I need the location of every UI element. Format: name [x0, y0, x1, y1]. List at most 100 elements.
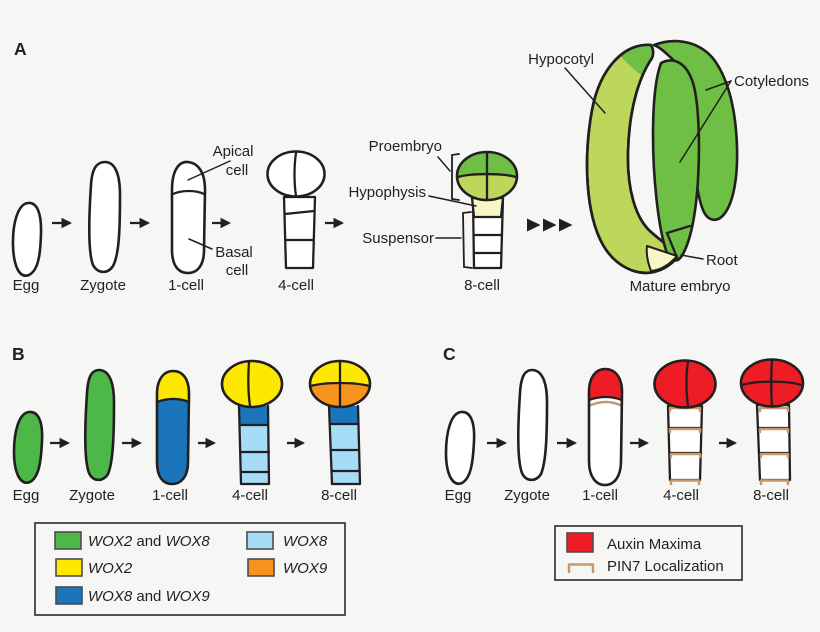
arrowhead-icon	[527, 218, 541, 232]
panel-c-stage-label-8cell: 8-cell	[753, 487, 789, 504]
panel-b-4cell	[220, 359, 284, 486]
apical-cell-label-line1: Apical	[213, 143, 254, 160]
panel-b-8cell-suspensor-outline	[327, 404, 362, 486]
panel-b-4cell-suspensor-outline	[237, 404, 271, 486]
pin7-mark	[758, 427, 790, 434]
panel-c-8cell	[739, 358, 805, 486]
panel-a-stage-label-4cell: 4-cell	[278, 277, 314, 294]
panel-c-stage-label-zygote: Zygote	[504, 487, 550, 504]
panel-a-8cell-head-outline	[455, 150, 519, 202]
panel-b-legend: WOX2 and WOX8 WOX2 WOX8 and WOX9 WOX8 WO…	[34, 522, 346, 616]
panel-b-stage-label-1cell: 1-cell	[152, 487, 188, 504]
pin7-mark	[758, 406, 790, 413]
panel-c-1cell-outline	[587, 367, 624, 487]
legend-swatch-wox2-wox8	[54, 531, 82, 550]
pin7-mark	[759, 452, 790, 459]
panel-c-legend-box	[554, 525, 743, 581]
panel-b-1cell	[155, 369, 191, 486]
panel-c-stage-label-4cell: 4-cell	[663, 487, 699, 504]
apical-cell-pointer-line	[187, 160, 231, 181]
apical-cell-label-line2: cell	[226, 162, 249, 179]
mature-embryo-root-tip	[645, 245, 678, 272]
root-label: Root	[706, 252, 739, 269]
suspensor-label: Suspensor	[362, 230, 434, 247]
pin7-localization-icon	[567, 563, 595, 574]
panel-a-stage-label-egg: Egg	[13, 277, 40, 294]
panel-c-4cell-head	[653, 359, 717, 409]
hypophysis-pointer-line	[428, 195, 477, 207]
legend-swatch-auxin-maxima	[566, 532, 594, 553]
root-notch-marks	[665, 224, 692, 262]
panel-b-4cell-head	[220, 359, 284, 409]
arrowhead-icon	[543, 218, 557, 232]
cotyledons-pointer-line-short	[705, 80, 732, 91]
panel-a-4cell	[266, 150, 326, 270]
panel-c-1cell	[587, 367, 624, 487]
panel-c-zygote-shape	[517, 368, 549, 482]
panel-b-stage-label-egg: Egg	[13, 487, 40, 504]
panel-c-4cell	[653, 359, 717, 486]
panel-c-8cell-suspensor	[755, 403, 792, 482]
suspensor-bracket	[462, 211, 473, 269]
panel-b-stage-label-8cell: 8-cell	[321, 487, 357, 504]
legend-swatch-wox8	[246, 531, 274, 550]
legend-swatch-wox9	[247, 558, 275, 577]
legend-swatch-wox8-wox9	[55, 586, 83, 605]
panel-c: C	[443, 344, 805, 581]
panel-c-legend: Auxin Maxima PIN7 Localization	[554, 525, 743, 581]
panel-b-1cell-outline	[155, 369, 191, 486]
pin7-mark	[669, 452, 702, 459]
legend-label-auxin-maxima: Auxin Maxima	[607, 536, 702, 553]
pin7-mark	[589, 400, 622, 407]
panel-a-egg-shape	[11, 201, 43, 277]
arrowhead-icon	[559, 218, 573, 232]
panel-a-1cell-division-line	[171, 189, 206, 196]
panel-b-stage-label-zygote: Zygote	[69, 487, 115, 504]
panel-b-8cell	[308, 359, 372, 486]
hypophysis-label: Hypophysis	[348, 184, 426, 201]
cell-division-line	[740, 380, 803, 387]
panel-c-1cell-auxin-cap	[589, 369, 622, 400]
panel-b-letter: B	[12, 344, 25, 364]
panel-b-zygote-shape	[84, 368, 116, 482]
root-pointer-line	[680, 254, 704, 260]
cell-division-line	[155, 397, 191, 404]
panel-b-8cell-hypophysis-cell	[328, 406, 359, 424]
panel-c-egg-shape	[444, 410, 476, 485]
panel-b-8cell-suspensor	[329, 406, 360, 484]
basal-cell-pointer-line	[188, 238, 213, 250]
basal-cell-label-line1: Basal	[215, 244, 253, 261]
panel-b-1cell-apical-cap	[157, 371, 189, 402]
panel-c-4cell-suspensor	[666, 404, 704, 482]
panel-b: B	[12, 344, 372, 616]
panel-a-4cell-suspensor	[282, 195, 317, 270]
panel-b-stage-label-4cell: 4-cell	[232, 487, 268, 504]
cotyledons-pointer-line-long	[679, 80, 732, 163]
cotyledons-label: Cotyledons	[734, 73, 809, 90]
panel-b-legend-box	[34, 522, 346, 616]
panel-c-stage-label-1cell: 1-cell	[582, 487, 618, 504]
panel-a-stage-label-zygote: Zygote	[80, 277, 126, 294]
cell-division-line	[247, 360, 252, 408]
panel-a: A Apical cell Basal cell	[11, 39, 809, 295]
legend-label-wox9: WOX9	[283, 560, 328, 577]
panel-b-egg-shape	[12, 410, 44, 484]
panel-b-8cell-head-outline	[308, 359, 372, 409]
cell-division-line	[283, 209, 316, 216]
proembryo-pointer-line	[437, 156, 451, 172]
panel-c-stage-label-egg: Egg	[445, 487, 472, 504]
panel-a-stage-label-mature-embryo: Mature embryo	[630, 278, 731, 295]
proembryo-bracket	[451, 153, 460, 201]
panel-a-stage-label-1cell: 1-cell	[168, 277, 204, 294]
panel-a-letter: A	[14, 39, 27, 59]
panel-a-8cell	[455, 150, 519, 270]
pin7-mark	[759, 479, 790, 486]
pin7-mark	[669, 479, 701, 486]
legend-label-wox8: WOX8	[283, 533, 328, 550]
legend-label-pin7-localization: PIN7 Localization	[607, 558, 724, 575]
pin7-mark	[668, 427, 702, 434]
basal-cell-label-line2: cell	[226, 262, 249, 279]
legend-swatch-wox2	[55, 558, 83, 577]
